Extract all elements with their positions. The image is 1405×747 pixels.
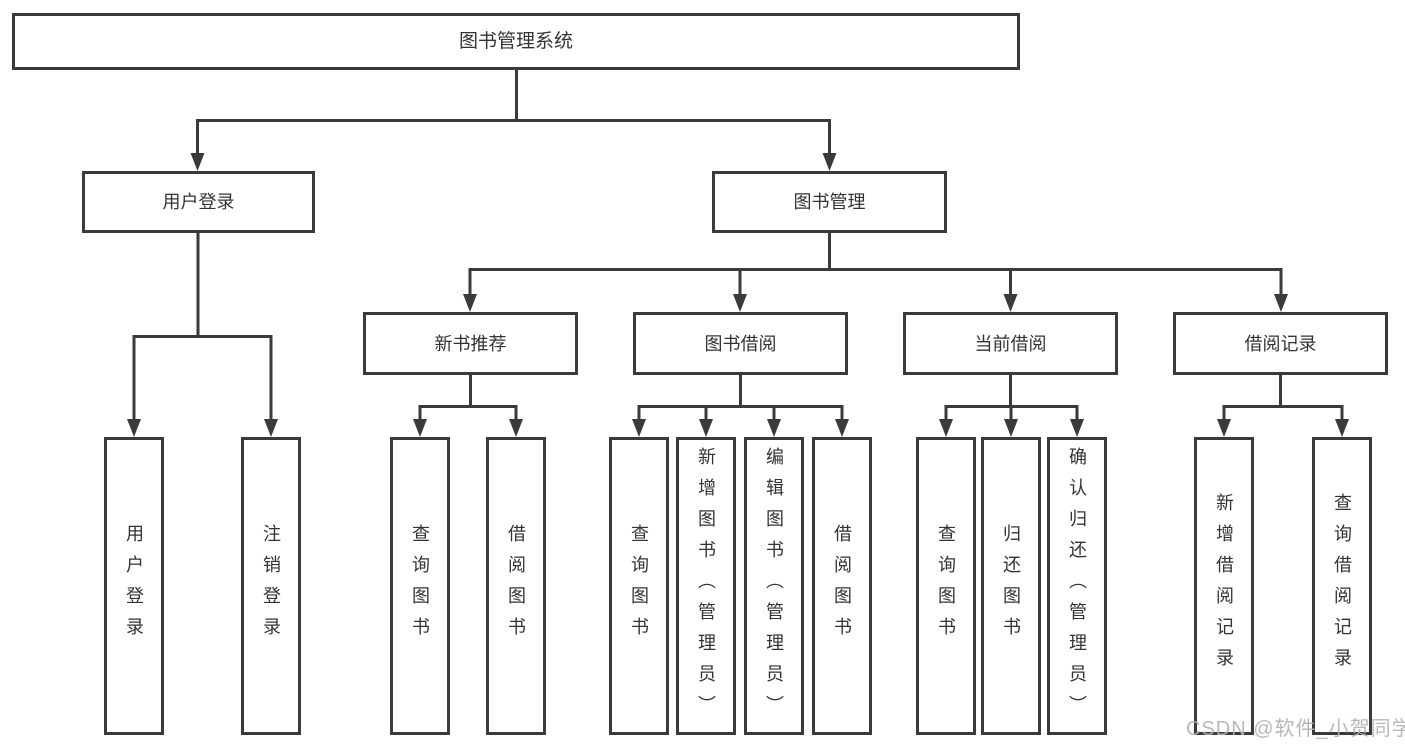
leaf-add-borrow-record: 新增借阅记录	[1194, 437, 1254, 735]
node-current-borrowing: 当前借阅	[903, 312, 1118, 375]
node-book-management-branch: 图书管理	[712, 171, 947, 233]
node-new-book-recommendation: 新书推荐	[363, 312, 578, 375]
leaf-edit-books-admin: 编辑图书（管理员）	[744, 437, 804, 735]
leaf-confirm-return-admin: 确认归还（管理员）	[1047, 437, 1107, 735]
leaf-borrow-books-borrowing: 借阅图书	[812, 437, 872, 735]
node-book-borrowing: 图书借阅	[633, 312, 848, 375]
leaf-query-books-current: 查询图书	[916, 437, 976, 735]
node-user-login-branch: 用户登录	[82, 171, 315, 233]
leaf-query-borrow-record: 查询借阅记录	[1312, 437, 1372, 735]
csdn-watermark: CSDN @软件_小贺同学	[1186, 718, 1405, 740]
leaf-return-books: 归还图书	[981, 437, 1041, 735]
leaf-query-books-recommend: 查询图书	[390, 437, 450, 735]
leaf-add-books-admin: 新增图书（管理员）	[676, 437, 736, 735]
leaf-query-books-borrowing: 查询图书	[609, 437, 669, 735]
leaf-user-login: 用户登录	[104, 437, 164, 735]
node-library-management-system: 图书管理系统	[12, 13, 1020, 70]
leaf-borrow-books-recommend: 借阅图书	[486, 437, 546, 735]
node-borrowing-records: 借阅记录	[1173, 312, 1388, 375]
leaf-logout-login: 注销登录	[241, 437, 301, 735]
